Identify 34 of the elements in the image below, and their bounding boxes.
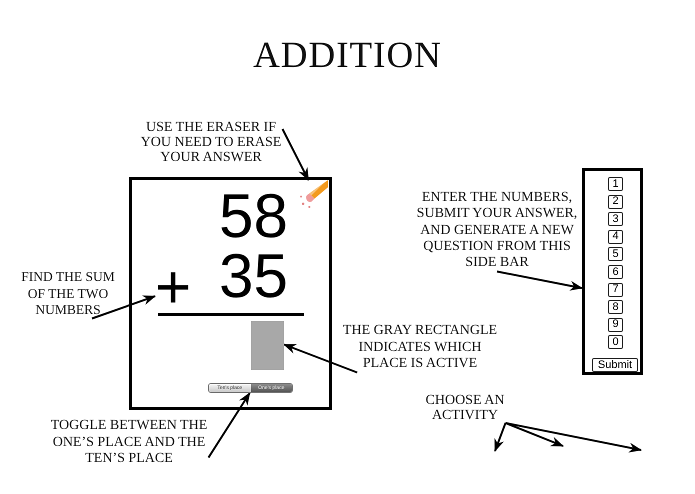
segmented-control <box>208 383 293 393</box>
digit-button: 9 <box>608 318 623 332</box>
place-indicator <box>251 321 284 370</box>
digit-button: 6 <box>608 265 623 279</box>
digit-button: 2 <box>608 194 623 209</box>
number-text: 35 <box>219 246 288 308</box>
arrow <box>282 128 310 181</box>
digit-button: 8 <box>608 300 623 314</box>
arrow <box>496 270 583 291</box>
annotation-text: THE GRAY RECTANGLE INDICATES WHICH PLACE IS ACTIVE <box>342 323 498 372</box>
arrow <box>92 295 156 320</box>
annotation-text: USE THE ERASER IF YOU NEED TO ERASE YOUR ANSWER <box>140 120 282 165</box>
arrow <box>505 422 642 453</box>
annotation-text: FIND THE SUM OF THE TWO NUMBERS <box>20 269 116 318</box>
digit-button: 5 <box>608 247 623 262</box>
annotation-text: CHOOSE AN ACTIVITY <box>424 393 506 423</box>
digit-button: 3 <box>608 212 623 226</box>
arrow <box>283 344 358 374</box>
title: ADDITION <box>252 35 443 77</box>
digit-button: 0 <box>608 335 623 350</box>
side-bar <box>582 168 643 375</box>
arrow <box>494 422 506 452</box>
digit-button: 1 <box>608 177 623 191</box>
arrow <box>505 422 564 447</box>
digit-button: 7 <box>608 282 623 297</box>
submit-button: Submit <box>592 358 638 372</box>
eraser-icon <box>300 180 328 208</box>
number-text: 58 <box>219 186 288 248</box>
plus-sign: + <box>155 264 192 312</box>
arrow <box>208 392 251 458</box>
annotation-text: TOGGLE BETWEEN THE ONE’S PLACE AND THE TEN’S PLACE <box>50 418 208 468</box>
digit-button: 4 <box>608 230 623 244</box>
problem-panel <box>129 177 332 410</box>
annotation-text: ENTER THE NUMBERS, SUBMIT YOUR ANSWER, AND GENERATE A NEW QUESTION FROM THIS SIDE BAR <box>416 190 578 272</box>
